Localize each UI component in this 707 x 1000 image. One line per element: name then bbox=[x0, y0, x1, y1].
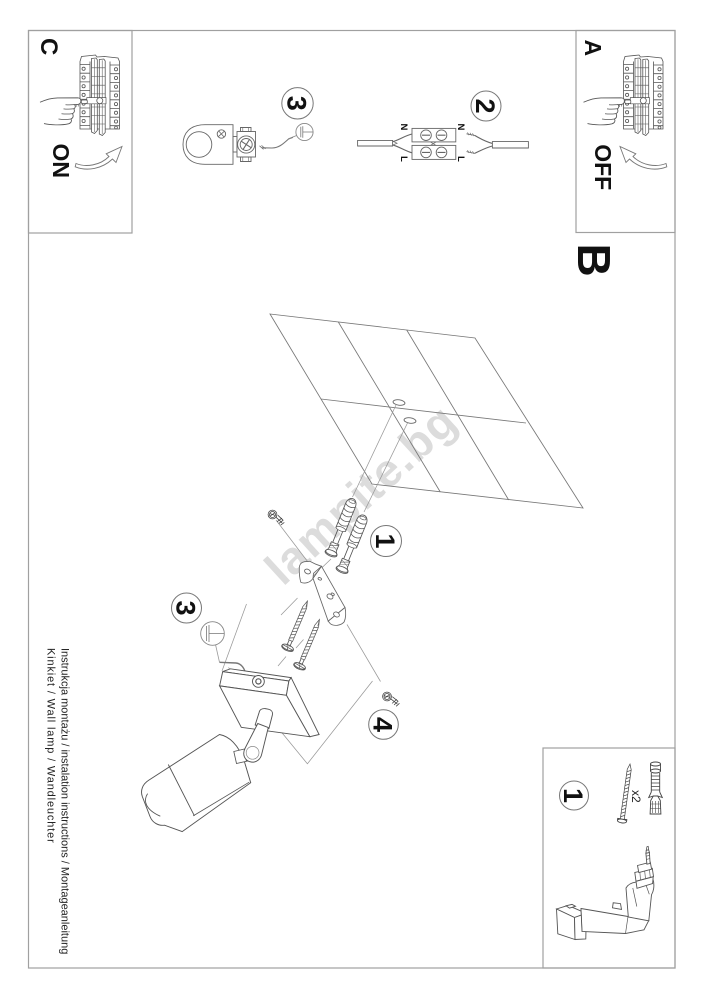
svg-text:2: 2 bbox=[470, 98, 500, 113]
svg-text:ON: ON bbox=[48, 144, 74, 179]
svg-text:N: N bbox=[398, 124, 409, 131]
svg-text:x2: x2 bbox=[629, 790, 643, 803]
svg-text:1: 1 bbox=[370, 533, 400, 548]
svg-text:L: L bbox=[455, 156, 466, 162]
svg-text:4: 4 bbox=[368, 717, 398, 732]
svg-text:Instrukcja montażu / instalati: Instrukcja montażu / instalation instruc… bbox=[59, 648, 71, 954]
svg-text:C: C bbox=[35, 38, 62, 55]
svg-text:Kinkiet / Wall lamp / Wandleuc: Kinkiet / Wall lamp / Wandleuchter bbox=[44, 648, 56, 844]
svg-text:OFF: OFF bbox=[590, 144, 616, 190]
svg-text:1: 1 bbox=[558, 788, 588, 803]
svg-text:B: B bbox=[568, 244, 620, 277]
svg-text:A: A bbox=[580, 40, 606, 57]
svg-text:3: 3 bbox=[282, 96, 312, 111]
svg-text:L: L bbox=[398, 156, 409, 162]
svg-text:3: 3 bbox=[171, 600, 201, 615]
svg-text:N: N bbox=[455, 124, 466, 131]
